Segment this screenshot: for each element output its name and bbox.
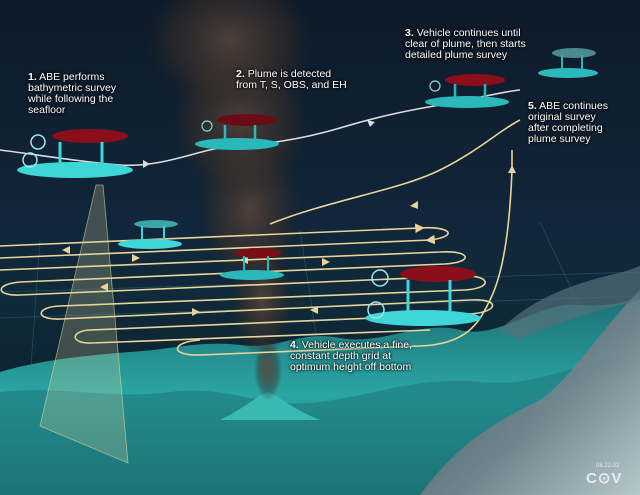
abe-vehicle-1 [17,129,133,178]
abe-vehicle-4 [538,48,598,78]
annotation-4-line-1: Vehicle executes a fine, [301,339,413,351]
annotation-5-line-2: original survey [528,111,596,123]
annotation-2-number: 2. [236,68,245,80]
annotation-1-line-2: bathymetric survey [28,82,117,94]
rocky-ridge [420,290,640,495]
annotation-1-line-1: ABE performs [39,71,105,83]
annotation-1-line-3: while following the [28,93,114,105]
annotation-4-number: 4. [290,339,299,351]
abe-vehicle-6 [220,248,284,280]
annotation-3-number: 3. [405,27,414,39]
annotation-4: 4. Vehicle executes a fine, constant dep… [290,340,412,373]
annotation-1-line-4: seafloor [28,104,66,116]
annotation-5-line-4: plume survey [528,133,591,145]
annotation-3-line-1: Vehicle continues until [416,27,521,39]
survey-track [0,119,521,356]
annotation-2-line-2: from T, S, OBS, and EH [236,79,347,91]
abe-vehicle-2 [195,114,279,150]
annotation-2: 2. Plume is detected from T, S, OBS, and… [236,69,347,91]
sonar-beam [39,184,129,464]
abe-vehicle-7 [365,266,481,326]
rocky-ridge-2 [500,266,640,340]
vent-mound [220,392,320,420]
abe-vehicle-5 [118,220,182,249]
annotation-3-line-3: detailed plume survey [405,49,508,61]
annotation-2-line-1: Plume is detected [247,68,332,80]
annotation-5: 5. ABE continues original survey after c… [528,101,608,145]
annotation-1: 1. ABE performs bathymetric survey while… [28,72,116,116]
annotation-1-number: 1. [28,71,37,83]
annotation-4-line-2: constant depth grid at [290,350,391,362]
annotation-3: 3. Vehicle continues until clear of plum… [405,28,526,61]
annotation-3-line-2: clear of plume, then starts [405,38,526,50]
annotation-5-number: 5. [528,100,537,112]
annotation-5-line-1: ABE continues [539,100,608,112]
approach-arrow-2 [367,120,375,127]
annotation-4-line-3: optimum height off bottom [290,361,412,373]
abe-vehicle-3 [425,74,509,108]
date-stamp: 08.22.02 [596,463,620,469]
cov-logo: C⊙V [586,470,623,487]
approach-arrow-1 [143,160,150,168]
hydrothermal-plume [145,0,315,400]
annotation-5-line-3: after completing [528,122,603,134]
